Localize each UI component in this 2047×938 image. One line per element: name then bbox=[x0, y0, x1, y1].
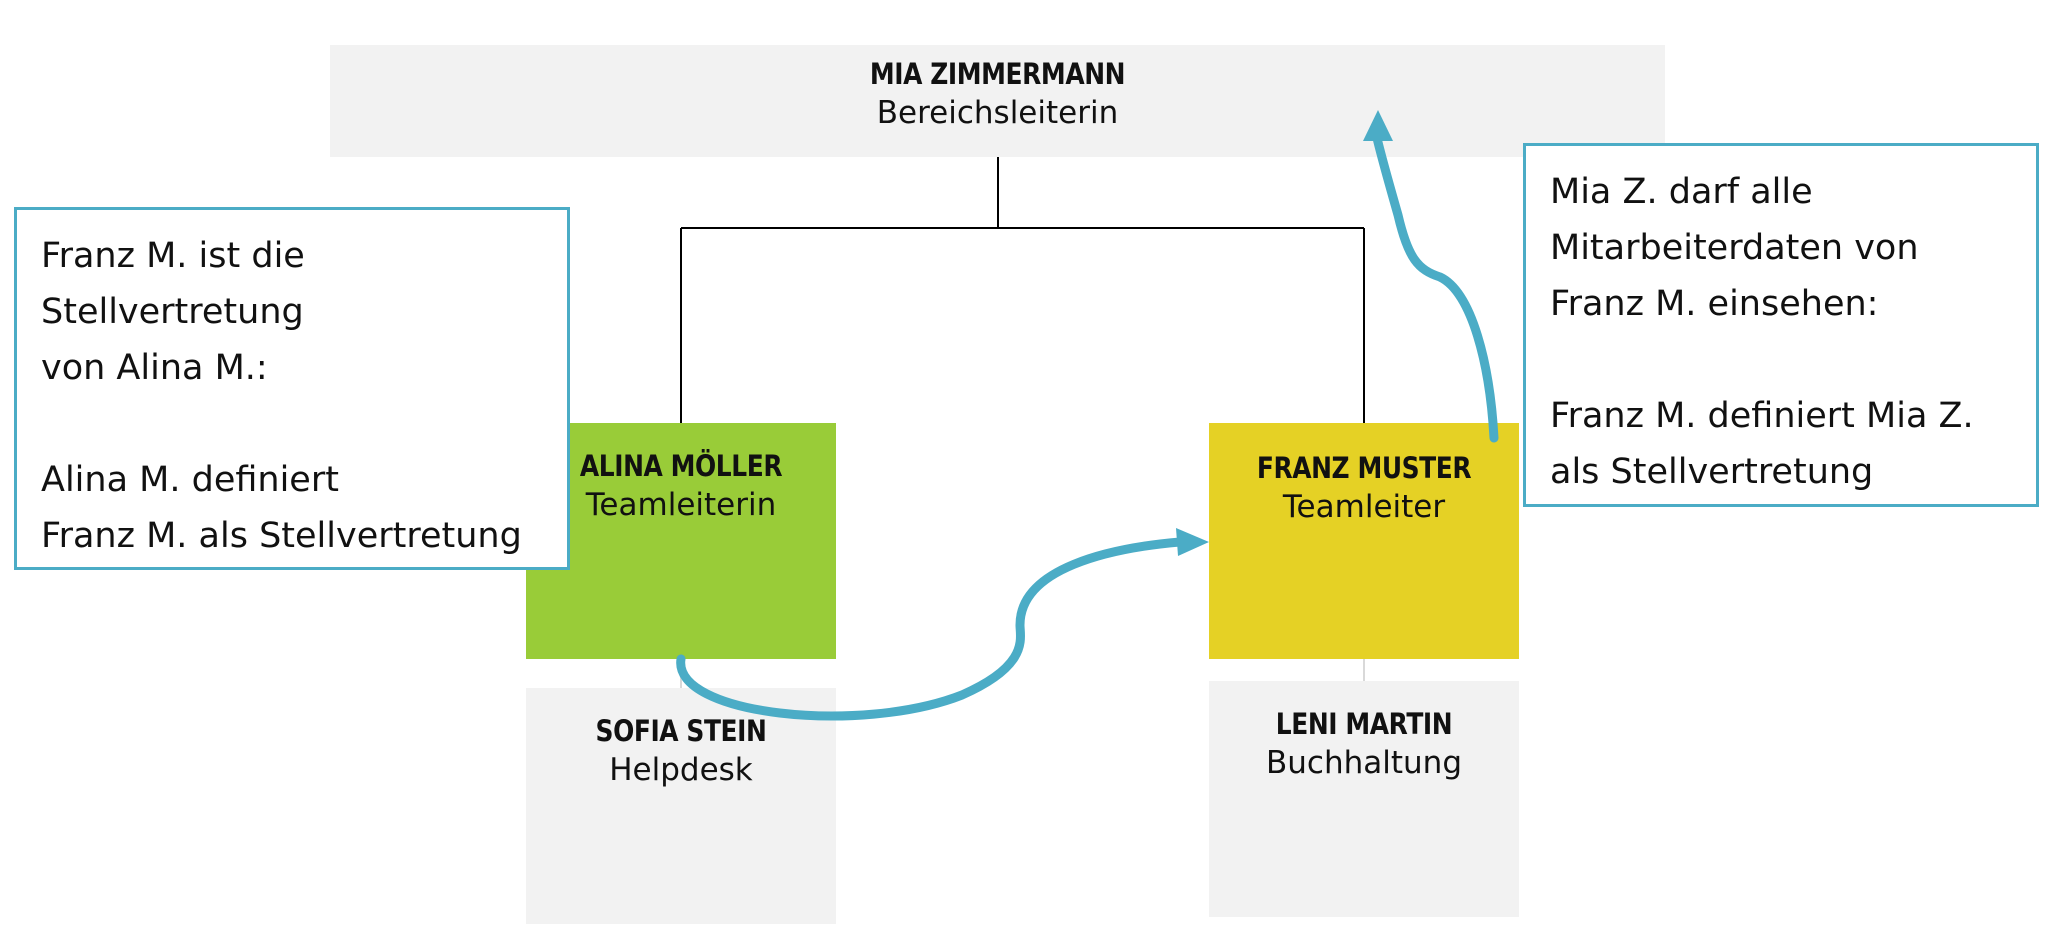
node-franz-muster: FRANZ MUSTER Teamleiter bbox=[1209, 423, 1519, 659]
arrowhead-right-icon bbox=[1176, 528, 1209, 556]
note-line: Stellvertretung bbox=[41, 292, 304, 332]
node-name: LENI MARTIN bbox=[1275, 707, 1453, 741]
node-role: Teamleiter bbox=[1282, 489, 1446, 525]
node-alina-moeller: ALINA MÖLLER Teamleiterin bbox=[526, 423, 836, 659]
node-name: ALINA MÖLLER bbox=[579, 449, 783, 483]
note-deputy-franz: Mia Z. darf alle Mitarbeiterdaten von Fr… bbox=[1523, 143, 2039, 507]
note-line: Mitarbeiterdaten von bbox=[1550, 228, 1919, 268]
node-name: MIA ZIMMERMANN bbox=[869, 57, 1126, 91]
node-role: Bereichsleiterin bbox=[876, 95, 1119, 131]
node-leni-martin: LENI MARTIN Buchhaltung bbox=[1209, 681, 1519, 917]
note-line: Franz M. als Stellvertretung bbox=[41, 516, 522, 556]
node-role: Teamleiterin bbox=[585, 487, 777, 523]
node-name: SOFIA STEIN bbox=[595, 714, 767, 748]
node-role: Buchhaltung bbox=[1266, 745, 1462, 781]
node-mia-zimmermann: MIA ZIMMERMANN Bereichsleiterin bbox=[330, 45, 1665, 157]
arrow-alina-to-franz bbox=[676, 537, 1185, 721]
connector-head-to-leads bbox=[680, 157, 1365, 423]
note-line: Alina M. definiert bbox=[41, 460, 339, 500]
note-line: als Stellvertretung bbox=[1550, 452, 1874, 492]
note-line: von Alina M.: bbox=[41, 348, 268, 388]
note-line: Mia Z. darf alle bbox=[1550, 172, 1813, 212]
note-line: Franz M. ist die bbox=[41, 236, 305, 276]
note-line: Franz M. einsehen: bbox=[1550, 284, 1879, 324]
node-name: FRANZ MUSTER bbox=[1256, 451, 1472, 485]
note-line: Franz M. definiert Mia Z. bbox=[1550, 396, 1974, 436]
arrow-franz-to-mia bbox=[1372, 133, 1499, 443]
arrowhead-up-icon bbox=[1363, 110, 1393, 141]
note-deputy-alina: Franz M. ist die Stellvertretung von Ali… bbox=[14, 207, 570, 570]
node-role: Helpdesk bbox=[609, 752, 753, 788]
node-sofia-stein: SOFIA STEIN Helpdesk bbox=[526, 688, 836, 924]
